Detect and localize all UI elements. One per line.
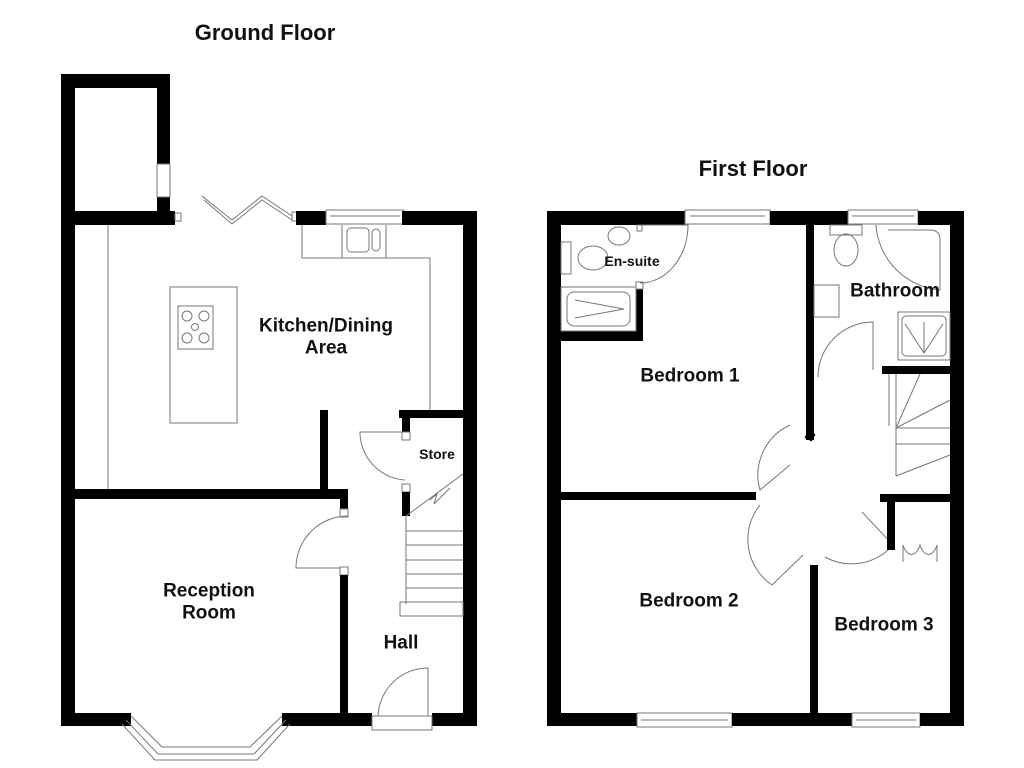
room-label-kitchen-dining: Kitchen/Dining Area [259,317,393,358]
window-icon [325,209,405,225]
front-door-icon [377,667,429,717]
room-label-bedroom-1: Bedroom 1 [640,365,740,387]
room-label-bathroom: Bathroom [850,280,940,302]
door-swing-icon [747,504,804,586]
room-label-reception-room: Reception Room [163,582,255,623]
kitchen-island [169,286,238,424]
window-icon [684,209,771,225]
bath-icon [566,291,631,327]
stairs-icon [895,454,951,477]
ground-floor-title: Ground Floor [194,20,336,45]
door-swing-icon [639,224,689,284]
toilet-icon [833,233,859,267]
stairs-icon [399,601,464,617]
ground-floor-plan [61,74,477,761]
bifold-door-icon [201,195,293,221]
window-icon [847,209,919,225]
room-label-hall: Hall [383,632,419,654]
door-swing-icon [757,424,791,491]
bay-window-icon [130,715,283,748]
basin-icon [813,284,840,318]
door-swing-icon [824,511,894,565]
first-floor-title: First Floor [698,156,808,181]
hob-icon [177,305,214,350]
shower-tray-icon [897,311,951,361]
basin-icon [607,226,631,246]
door-swing-icon [817,321,874,378]
door-swing-icon [295,515,349,569]
wardrobe-doors-icon [902,543,938,555]
corner-bath-icon [875,224,941,291]
window-icon [156,163,171,198]
room-name-line1: Kitchen/Dining [258,315,394,337]
room-name-line2: Room [182,602,236,624]
room-label-store: Store [419,446,455,462]
room-label-en-suite: En-suite [604,253,660,269]
toilet-icon [577,245,609,271]
room-name-line2: Area [304,337,348,359]
first-floor-plan [547,209,964,728]
door-swing-icon [359,431,406,481]
room-name-line1: Reception [163,580,255,602]
room-label-bedroom-2: Bedroom 2 [639,590,739,612]
room-label-bedroom-3: Bedroom 3 [834,614,934,636]
sink-icon [346,227,370,253]
